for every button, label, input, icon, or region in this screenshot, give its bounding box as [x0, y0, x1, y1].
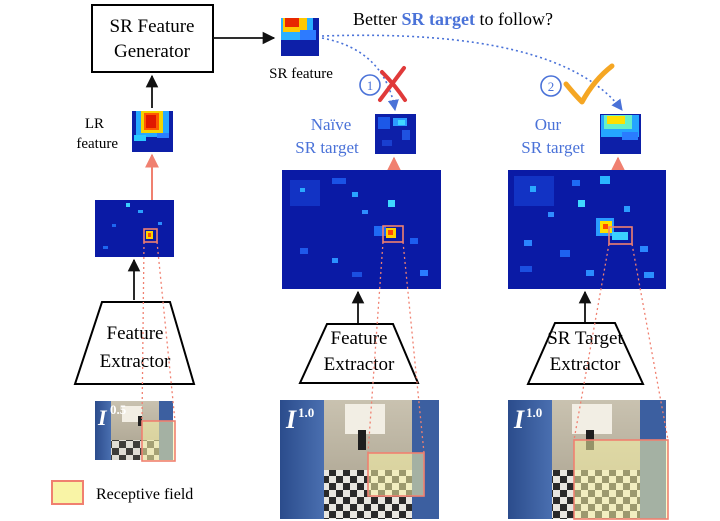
rf-image-middle — [367, 452, 425, 497]
rf-box-right — [608, 226, 633, 245]
feature-map-middle — [282, 170, 441, 289]
rf-image-right — [573, 439, 669, 520]
extractor-3-line2: Extractor — [550, 354, 621, 375]
our-target-line1: Our — [535, 115, 562, 134]
input-1-symbol: I — [97, 405, 108, 430]
legend-label: Receptive field — [96, 486, 193, 503]
input-3-superscript: 1.0 — [526, 405, 542, 420]
marker-1-label: 1 — [367, 78, 374, 93]
legend-swatch — [51, 480, 84, 505]
input-image-middle: I 1.0 — [280, 400, 439, 519]
naive-target-line2: SR target — [295, 138, 359, 157]
title-highlight: SR target — [401, 9, 474, 29]
title: Better SR target to follow? — [353, 9, 553, 29]
extractor-1-line1: Feature — [107, 323, 164, 344]
rf-image-left — [141, 420, 176, 462]
extractor-2-line2: Extractor — [324, 354, 395, 375]
sr-feature-heatmap — [281, 18, 319, 56]
feature-map-left — [95, 200, 174, 257]
dotted-arrow-ours — [321, 34, 623, 111]
extractor-2-line1: Feature — [331, 328, 388, 349]
title-suffix: to follow? — [475, 9, 553, 29]
feature-map-right — [508, 170, 666, 289]
generator-label-line1: SR Feature — [110, 16, 195, 37]
extractor-1-line2: Extractor — [100, 351, 171, 372]
lr-feature-label-line1: LR — [85, 116, 104, 132]
rf-link-middle-a — [367, 241, 384, 454]
sr-target-extractor: SR Target Extractor — [526, 322, 645, 385]
generator-box: SR Feature Generator — [91, 4, 214, 73]
naive-target-line1: Naïve — [311, 115, 352, 134]
rf-link-middle-b — [402, 241, 425, 454]
our-target-line2: SR target — [521, 138, 585, 157]
extractor-3-line1: SR Target — [547, 328, 623, 349]
feature-extractor-middle: Feature Extractor — [298, 323, 420, 384]
input-3-symbol: I — [513, 405, 525, 434]
rf-box-middle — [382, 225, 404, 243]
input-2-superscript: 1.0 — [298, 405, 314, 420]
title-prefix: Better — [353, 9, 401, 29]
rf-link-right-b — [631, 243, 669, 441]
rf-link-right-a — [573, 243, 610, 441]
cross-icon — [378, 66, 407, 102]
naive-sr-target-heatmap — [375, 114, 416, 154]
marker-2-label: 2 — [548, 79, 555, 94]
dotted-arrow-naive — [321, 37, 399, 112]
marker-1: 1 — [359, 74, 381, 96]
lr-feature-heatmap — [132, 111, 173, 152]
our-sr-target-heatmap — [600, 114, 641, 154]
input-1-superscript: 0.5 — [110, 402, 127, 417]
legend: Receptive field — [51, 480, 193, 505]
marker-2: 2 — [540, 75, 562, 97]
lr-feature-label-line2: feature — [76, 136, 118, 152]
rf-box-left — [143, 228, 158, 243]
generator-label-line2: Generator — [114, 41, 191, 62]
sr-feature-label: SR feature — [269, 66, 333, 82]
feature-extractor-left: Feature Extractor — [73, 301, 196, 385]
input-2-symbol: I — [285, 405, 297, 434]
check-icon — [563, 63, 615, 105]
